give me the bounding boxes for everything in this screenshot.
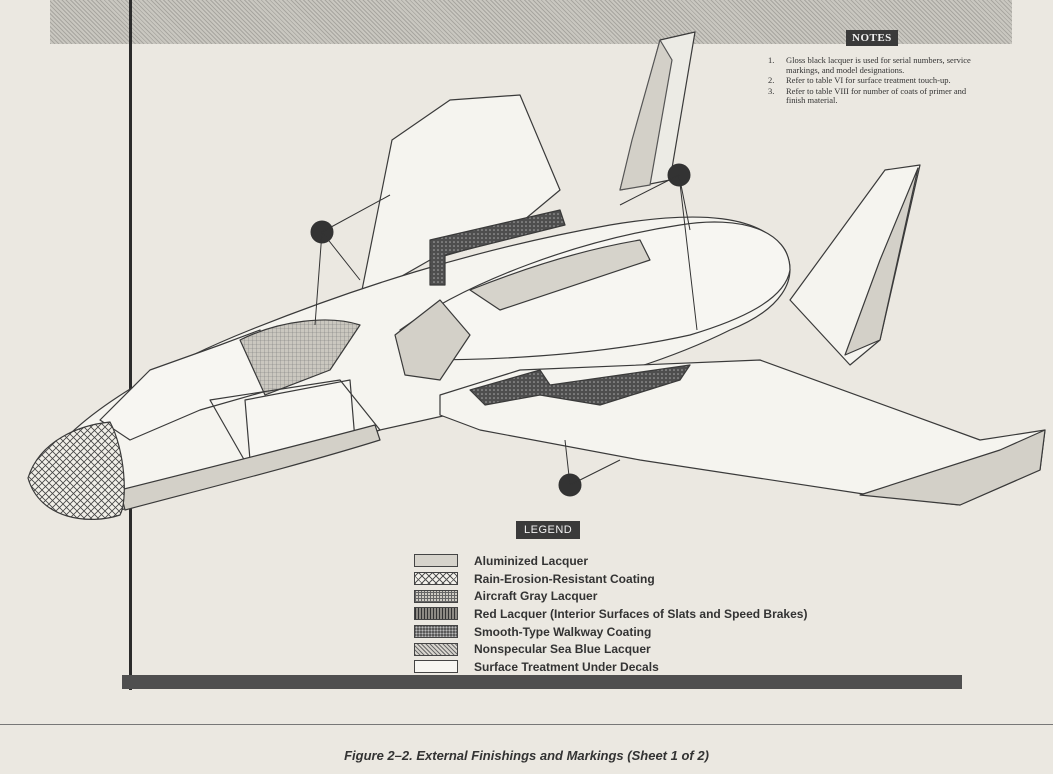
legend-label: Surface Treatment Under Decals [474, 659, 659, 674]
dark-stipple-swatch [414, 625, 458, 639]
note-text: Gloss black lacquer is used for serial n… [786, 55, 971, 75]
note-number: 2. [768, 75, 775, 85]
legend-label: Aluminized Lacquer [474, 553, 589, 568]
gray-lacquer-panel [239, 319, 361, 396]
note-item: 3. Refer to table VIII for number of coa… [768, 85, 982, 106]
plain-light-swatch [414, 660, 458, 674]
legend-label: Aircraft Gray Lacquer [474, 589, 598, 604]
crosshatch-swatch [414, 572, 458, 586]
legend-list: Aluminized Lacquer Rain-Erosion-Resistan… [414, 552, 807, 676]
left-border-rule [129, 0, 132, 690]
legend-label: Red Lacquer (Interior Surfaces of Slats … [474, 606, 808, 621]
page-divider [0, 724, 1053, 725]
vertical-lines-swatch [414, 607, 458, 621]
legend-label: Smooth-Type Walkway Coating [474, 624, 652, 639]
figure-caption: Figure 2–2. External Finishings and Mark… [344, 748, 709, 763]
legend-item-walkway: Smooth-Type Walkway Coating [414, 623, 807, 641]
legend-item-rain-erosion: Rain-Erosion-Resistant Coating [414, 570, 807, 588]
note-item: 1. Gloss black lacquer is used for seria… [768, 55, 982, 75]
nose-radome [27, 421, 125, 520]
note-text: Refer to table VIII for number of coats … [786, 85, 967, 105]
legend-label: Rain-Erosion-Resistant Coating [474, 571, 655, 586]
grid-swatch [414, 589, 458, 603]
legend-item-aluminized: Aluminized Lacquer [414, 552, 807, 570]
notes-title: NOTES [846, 30, 898, 46]
engine-nacelle [399, 221, 791, 361]
legend-title: LEGEND [516, 521, 581, 539]
walkway-lower [469, 364, 691, 406]
note-number: 3. [768, 85, 775, 96]
right-vertical-fin [789, 164, 921, 366]
note-text: Refer to table VI for surface treatment … [786, 75, 951, 85]
walkway-upper [429, 209, 566, 286]
note-item: 2. Refer to table VI for surface treatme… [768, 75, 982, 86]
bottom-border-bar [122, 675, 962, 689]
legend-item-sea-blue: Nonspecular Sea Blue Lacquer [414, 640, 807, 658]
note-number: 1. [768, 55, 775, 65]
legend-item-gray-lacquer: Aircraft Gray Lacquer [414, 587, 807, 605]
legend-item-red-lacquer: Red Lacquer (Interior Surfaces of Slats … [414, 605, 807, 623]
notes-list: 1. Gloss black lacquer is used for seria… [768, 55, 982, 107]
diagonal-hatch-swatch [414, 642, 458, 656]
legend-item-decals: Surface Treatment Under Decals [414, 658, 807, 676]
aluminized-swatch [414, 554, 458, 568]
legend-label: Nonspecular Sea Blue Lacquer [474, 642, 651, 657]
